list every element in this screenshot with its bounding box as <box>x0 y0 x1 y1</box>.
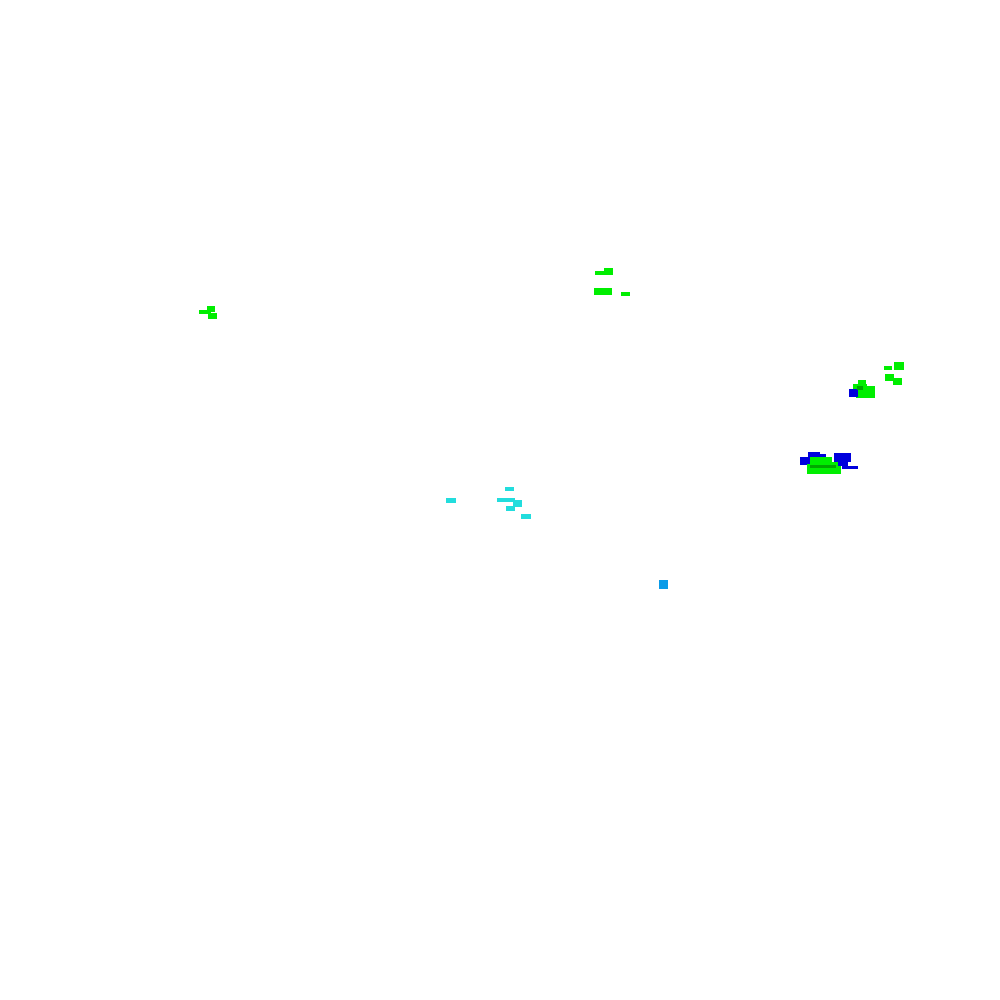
cyan-cluster-mark-4 <box>513 500 522 507</box>
green-cluster-left-mark-2 <box>207 306 215 312</box>
cyan-cluster-mark-1 <box>446 498 456 503</box>
cyan-cluster-mark-3 <box>497 498 515 502</box>
blue-green-cluster-lower-mark-5 <box>807 464 841 474</box>
blue-green-cluster-upper <box>849 380 875 398</box>
green-cluster-right-mark-1 <box>884 366 892 370</box>
green-cluster-left-mark-3 <box>208 313 217 319</box>
cyan-cluster-mark-6 <box>521 514 531 519</box>
green-cluster-right-mark-2 <box>894 362 904 370</box>
green-cluster-top-mark-4 <box>621 292 630 296</box>
blue-green-cluster-lower-mark-9 <box>842 466 858 469</box>
green-cluster-top-mark-1 <box>595 271 605 275</box>
green-cluster-left-mark-1 <box>199 310 211 314</box>
cyan-cluster-mark-2 <box>505 487 514 491</box>
blue-green-cluster-lower-mark-8 <box>838 462 848 466</box>
blue-green-cluster-upper-mark-5 <box>857 386 863 390</box>
blue-green-cluster-lower-mark-3 <box>834 453 851 462</box>
blue-green-cluster-lower-mark-10 <box>818 454 826 457</box>
green-cluster-right <box>884 362 904 385</box>
blue-green-cluster-upper-mark-4 <box>849 389 858 397</box>
green-cluster-top <box>594 268 630 296</box>
blue-green-cluster-lower-mark-2 <box>800 457 810 465</box>
blue-green-cluster-upper-mark-2 <box>858 380 866 385</box>
blue-green-cluster-lower-mark-7 <box>810 465 836 468</box>
green-cluster-right-mark-4 <box>893 378 902 385</box>
blue-green-cluster-lower <box>800 452 858 474</box>
azure-dot-mark-1 <box>659 580 668 589</box>
green-cluster-top-mark-2 <box>604 268 613 275</box>
blue-green-cluster-lower-mark-4 <box>810 457 832 466</box>
green-cluster-left <box>199 306 217 319</box>
green-cluster-top-mark-3 <box>594 288 612 295</box>
cyan-cluster <box>446 487 531 519</box>
blue-green-cluster-lower-mark-1 <box>808 452 820 457</box>
cyan-cluster-mark-5 <box>506 506 515 511</box>
green-cluster-right-mark-3 <box>885 374 894 381</box>
azure-dot <box>659 580 668 589</box>
